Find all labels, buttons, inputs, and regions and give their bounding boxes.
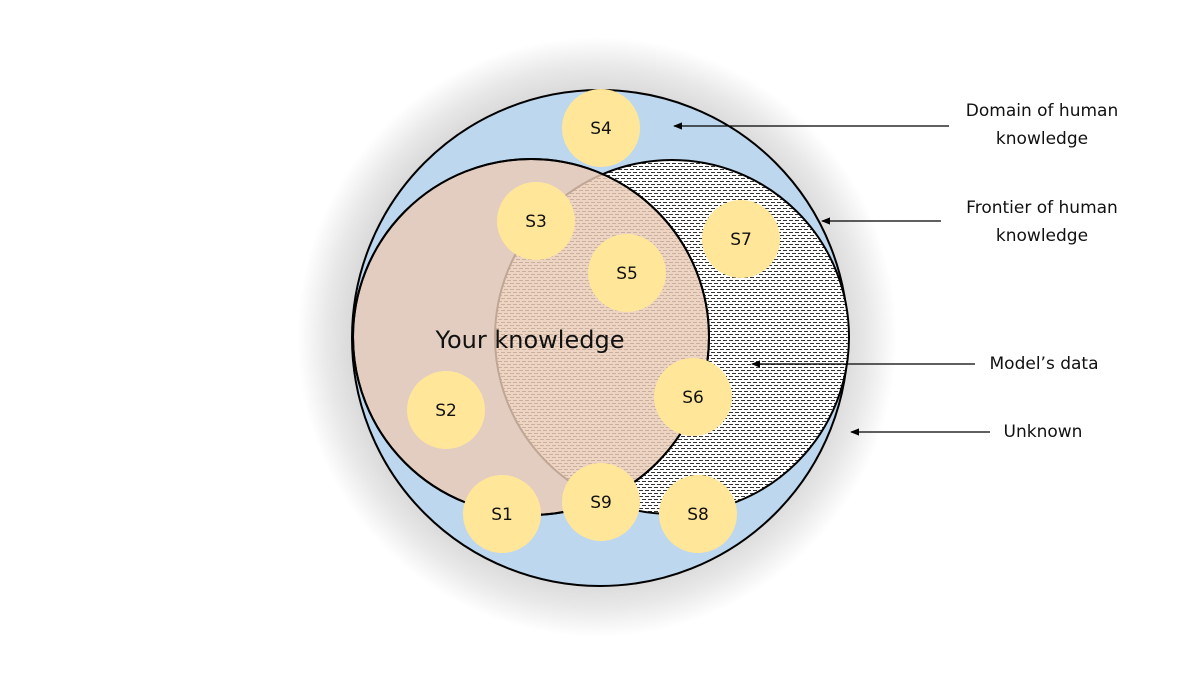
- sample-circle: [463, 475, 541, 553]
- sample-circle: [659, 475, 737, 553]
- sample-node-s6: S6: [654, 358, 732, 436]
- sample-node-s7: S7: [702, 200, 780, 278]
- sample-label: S4: [590, 119, 612, 139]
- sample-circle: [562, 89, 640, 167]
- sample-circle: [702, 200, 780, 278]
- sample-label: S6: [682, 388, 704, 408]
- sample-node-s2: S2: [407, 371, 485, 449]
- sample-label: S5: [616, 264, 638, 284]
- sample-node-s8: S8: [659, 475, 737, 553]
- your-knowledge-label: Your knowledge: [435, 326, 625, 354]
- label-line-1: Domain of human: [965, 101, 1119, 121]
- sample-circle: [497, 182, 575, 260]
- sample-label: S7: [730, 230, 752, 250]
- annotation-arrows: [673, 122, 990, 436]
- sample-label: S8: [687, 505, 709, 525]
- sample-circle: [407, 371, 485, 449]
- sample-label: S1: [491, 505, 513, 525]
- models-data-label: Model’s data: [990, 350, 1099, 378]
- label-line-2: knowledge: [995, 226, 1089, 246]
- label-line-2: knowledge: [995, 129, 1089, 149]
- sample-circle: [588, 234, 666, 312]
- sample-node-s9: S9: [562, 463, 640, 541]
- sample-node-s4: S4: [562, 89, 640, 167]
- sample-label: S3: [525, 212, 547, 232]
- sample-node-s1: S1: [463, 475, 541, 553]
- frontier-of-human-knowledge-label: Frontier of human knowledge: [966, 194, 1118, 250]
- sample-node-s5: S5: [588, 234, 666, 312]
- label-line-1: Model’s data: [989, 354, 1099, 374]
- sample-node-s3: S3: [497, 182, 575, 260]
- unknown-label: Unknown: [1004, 418, 1083, 446]
- label-line-1: Frontier of human: [966, 198, 1118, 218]
- sample-circle: [654, 358, 732, 436]
- domain-of-human-knowledge-label: Domain of human knowledge: [966, 97, 1118, 153]
- sample-circle: [562, 463, 640, 541]
- sample-label: S2: [435, 401, 457, 421]
- label-line-1: Unknown: [1003, 422, 1083, 442]
- sample-label: S9: [590, 493, 612, 513]
